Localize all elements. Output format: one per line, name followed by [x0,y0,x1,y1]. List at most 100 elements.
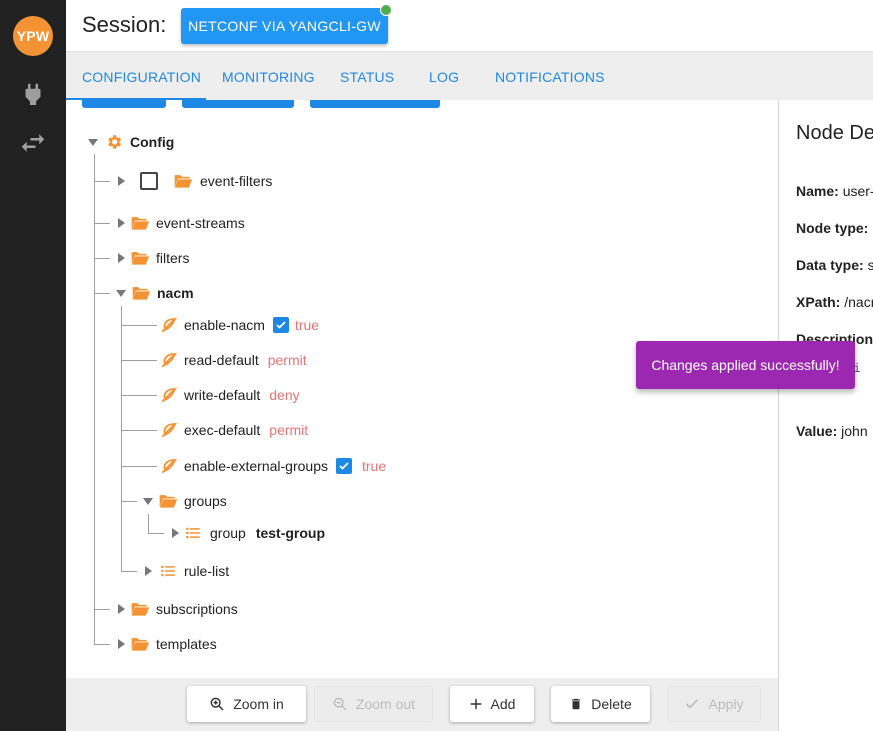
tree-node-label: event-filters [200,173,273,189]
tree-node-label: event-streams [156,215,245,231]
leaf-icon [161,423,178,438]
tree-node-templates[interactable]: templates [118,632,217,656]
hidden-action-button[interactable] [182,100,294,108]
tree-node-label: enable-external-groups [184,458,328,474]
tree-line [94,154,95,644]
detail-row-value: Value: john [796,423,868,439]
value-checkbox[interactable] [335,458,352,474]
zoom-in-label: Zoom in [233,696,284,712]
hidden-action-button[interactable] [310,100,440,108]
detail-row-xpath: XPath: /nacr [796,294,873,310]
detail-value: user-n [842,183,873,199]
collapse-arrow[interactable] [143,497,153,505]
tree-line [148,514,149,534]
select-checkbox[interactable] [140,172,158,190]
add-label: Add [490,696,516,712]
tab-log[interactable]: LOG [429,69,460,85]
tab-monitoring[interactable]: MONITORING [222,69,315,85]
tree-node-nacm[interactable]: nacm [116,281,194,305]
folder-open-icon [132,287,151,300]
value-checkbox[interactable] [272,317,289,333]
zoom-in-icon [210,697,224,711]
expand-arrow[interactable] [145,566,152,576]
tree-node-label: groups [184,493,227,509]
folder-open-icon [131,638,150,651]
config-tree-area: Config event-filters event-streams filte… [66,100,778,678]
collapse-arrow[interactable] [116,289,126,297]
node-value[interactable]: true [294,317,320,333]
session-label: Session: [82,12,167,37]
folder-open-icon [131,603,150,616]
tree-node-subscriptions[interactable]: subscriptions [118,597,238,621]
tree-node-label: subscriptions [156,601,238,617]
active-tab-indicator [66,98,206,100]
app-logo[interactable]: YPW [13,16,53,56]
folder-open-icon [159,495,178,508]
tree-node-group-entry[interactable]: group test-group [172,521,325,545]
detail-value: st [868,257,873,273]
tree-leaf-exec-default[interactable]: exec-default permit [160,418,308,442]
tab-notifications[interactable]: NOTIFICATIONS [495,69,605,85]
session-button-label: NETCONF VIA YANGCLI-GW [188,18,381,34]
tree-node-event-streams[interactable]: event-streams [118,211,245,235]
apply-button[interactable]: Apply [667,686,761,722]
expand-arrow[interactable] [118,639,125,649]
tree-leaf-write-default[interactable]: write-default deny [160,383,300,407]
tree-node-label: templates [156,636,217,652]
zoom-out-label: Zoom out [355,696,416,712]
apply-label: Apply [708,696,744,712]
tree-node-rule-list[interactable]: rule-list [145,559,229,583]
toast-message: Changes applied successfully! [651,357,840,373]
tab-status[interactable]: STATUS [340,69,395,85]
tree-node-filters[interactable]: filters [118,246,189,270]
check-icon [276,321,286,329]
tree-line [94,181,110,182]
folder-open-icon [131,252,150,265]
zoom-in-button[interactable]: Zoom in [187,686,306,722]
expand-arrow[interactable] [118,604,125,614]
tree-line [121,571,137,572]
zoom-out-button[interactable]: Zoom out [314,686,433,722]
node-value[interactable]: permit [269,422,309,438]
add-button[interactable]: Add [450,686,534,722]
tree-line [121,325,157,326]
detail-row-node-type: Node type: le [796,220,873,236]
tab-configuration[interactable]: CONFIGURATION [82,69,202,85]
delete-button[interactable]: Delete [551,686,650,722]
tree-line [94,609,110,610]
success-toast[interactable]: Changes applied successfully! [636,341,855,389]
tree-node-label: nacm [157,285,194,301]
tree-line [148,533,164,534]
leaf-icon [161,459,178,474]
leaf-icon [161,353,178,368]
tree-node-event-filters[interactable]: event-filters [118,169,272,193]
tree-node-label: group [210,525,246,541]
expand-arrow[interactable] [172,528,179,538]
tree-leaf-read-default[interactable]: read-default permit [160,348,307,372]
detail-value: john [841,423,868,439]
tree-node-groups[interactable]: groups [143,489,227,513]
node-value[interactable]: permit [267,352,307,368]
node-value[interactable]: deny [269,387,300,403]
collapse-arrow[interactable] [88,138,98,146]
tree-line [94,644,110,645]
tree-node-config[interactable]: Config [88,130,174,154]
expand-arrow[interactable] [118,176,125,186]
tree-node-label: exec-default [184,422,261,438]
plug-icon[interactable] [18,80,48,110]
swap-icon[interactable] [18,128,48,158]
tree-leaf-enable-nacm[interactable]: enable-nacm true [160,313,319,337]
expand-arrow[interactable] [118,253,125,263]
left-rail: YPW [0,0,66,731]
tab-bar: CONFIGURATION MONITORING STATUS LOG NOTI… [66,52,873,100]
zoom-out-icon [333,697,347,711]
hidden-action-button[interactable] [82,100,166,108]
expand-arrow[interactable] [118,218,125,228]
tree-node-label: filters [156,250,190,266]
tree-leaf-enable-external-groups[interactable]: enable-external-groups true [160,454,386,478]
leaf-icon [161,318,178,333]
node-value[interactable]: true [361,458,387,474]
detail-key: Value: [796,423,838,439]
tree-line [121,466,157,467]
session-button[interactable]: NETCONF VIA YANGCLI-GW [181,4,392,44]
